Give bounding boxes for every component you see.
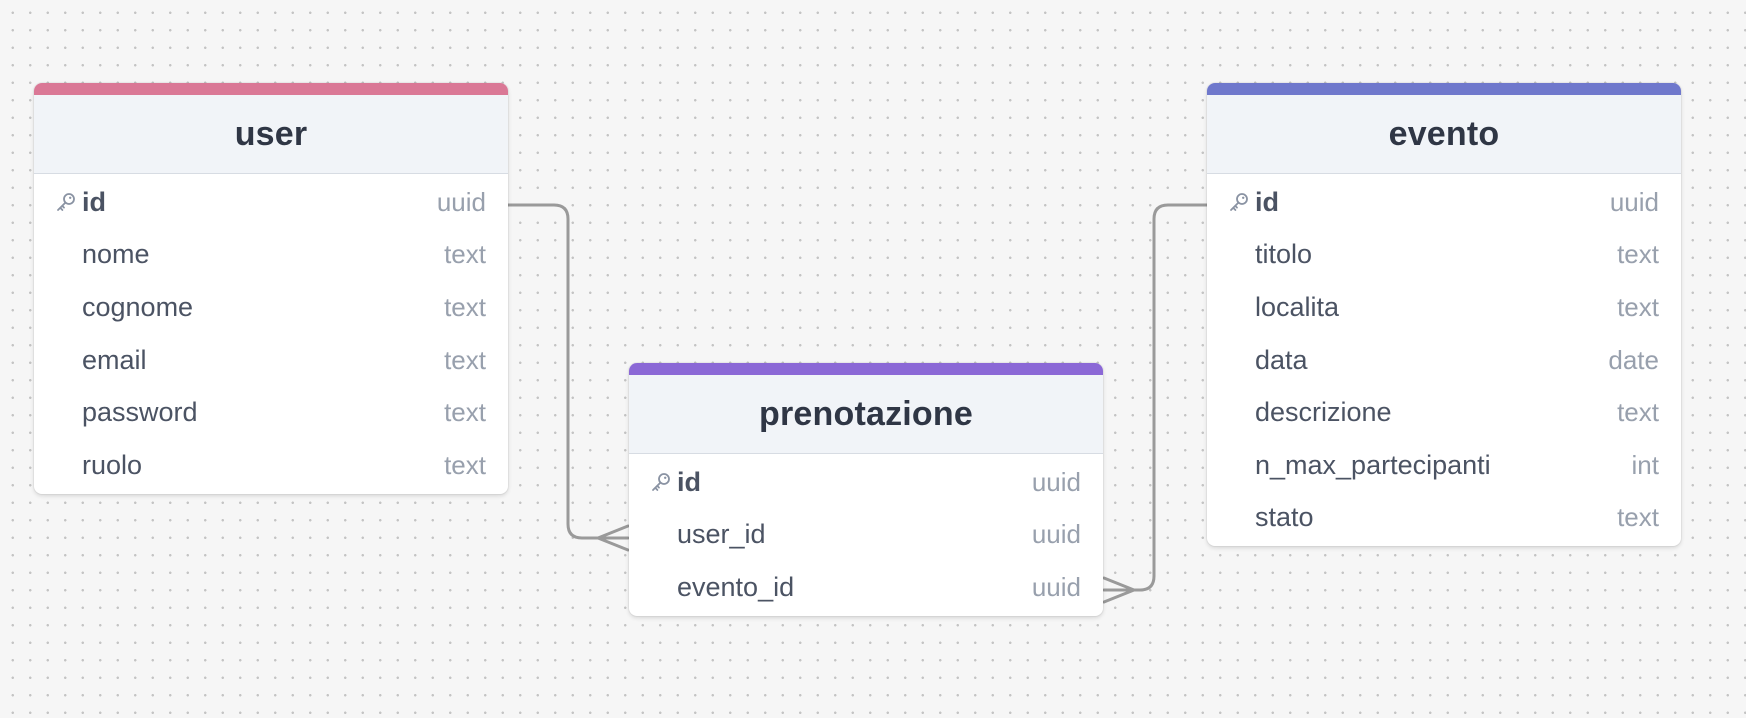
column-row-evento-id[interactable]: evento_id uuid [629,561,1103,614]
column-type: text [444,344,486,375]
column-row-id[interactable]: id uuid [629,456,1103,509]
column-name: stato [1255,502,1314,533]
column-name: email [82,344,147,375]
relation-evento-prenotazione-crowfoot [1102,576,1136,604]
column-type: text [1617,291,1659,322]
column-name: user_id [677,519,766,550]
column-name: titolo [1255,239,1313,270]
column-name: n_max_partecipanti [1255,449,1491,480]
column-row-stato[interactable]: stato text [1207,492,1681,545]
column-row-titolo[interactable]: titolo text [1207,229,1681,282]
column-row-password[interactable]: password text [34,386,508,439]
column-row-email[interactable]: email text [34,334,508,387]
column-name: ruolo [82,449,143,480]
column-type: text [1617,502,1659,533]
column-name: descrizione [1255,397,1392,428]
column-type: text [444,449,486,480]
column-name: evento_id [677,571,795,602]
table-title: prenotazione [759,394,973,433]
column-row-user-id[interactable]: user_id uuid [629,509,1103,562]
column-row-id[interactable]: id uuid [1207,176,1681,229]
column-name: data [1255,344,1308,375]
column-type: uuid [1031,519,1081,550]
column-type: text [1617,397,1659,428]
column-row-cognome[interactable]: cognome text [34,281,508,334]
table-header-evento: evento [1207,83,1681,174]
column-row-n-max-partecipanti[interactable]: n_max_partecipanti int [1207,439,1681,492]
key-icon [54,190,78,214]
column-name: id [1255,186,1279,217]
column-row-nome[interactable]: nome text [34,229,508,282]
relation-user-prenotazione-line[interactable] [506,203,630,540]
column-row-id[interactable]: id uuid [34,176,508,229]
column-name: nome [82,239,150,270]
table-prenotazione[interactable]: prenotazione id uuid user_id uuid evento… [629,363,1103,616]
key-icon [649,470,673,494]
column-name: id [677,466,701,497]
column-row-ruolo[interactable]: ruolo text [34,439,508,492]
column-name: cognome [82,291,194,322]
column-row-localita[interactable]: localita text [1207,281,1681,334]
table-header-user: user [34,83,508,174]
column-row-data[interactable]: data date [1207,334,1681,387]
table-user[interactable]: user id uuid nome text cognome text emai… [34,83,508,494]
column-type: date [1608,344,1659,375]
column-type: text [444,239,486,270]
column-type: uuid [436,186,486,217]
relation-evento-prenotazione-line[interactable] [1102,203,1209,592]
column-type: uuid [1609,186,1659,217]
relation-user-prenotazione-crowfoot [596,524,630,552]
table-title: evento [1388,114,1500,153]
column-type: text [444,397,486,428]
column-row-descrizione[interactable]: descrizione text [1207,386,1681,439]
table-header-prenotazione: prenotazione [629,363,1103,454]
column-name: password [82,397,198,428]
key-icon [1227,190,1251,214]
table-evento[interactable]: evento id uuid titolo text localita text… [1207,83,1681,547]
column-type: uuid [1031,466,1081,497]
column-type: uuid [1031,571,1081,602]
column-type: text [444,291,486,322]
table-title: user [234,114,308,153]
column-name: localita [1255,291,1340,322]
column-type: int [1631,449,1659,480]
column-type: text [1617,239,1659,270]
column-name: id [82,186,106,217]
